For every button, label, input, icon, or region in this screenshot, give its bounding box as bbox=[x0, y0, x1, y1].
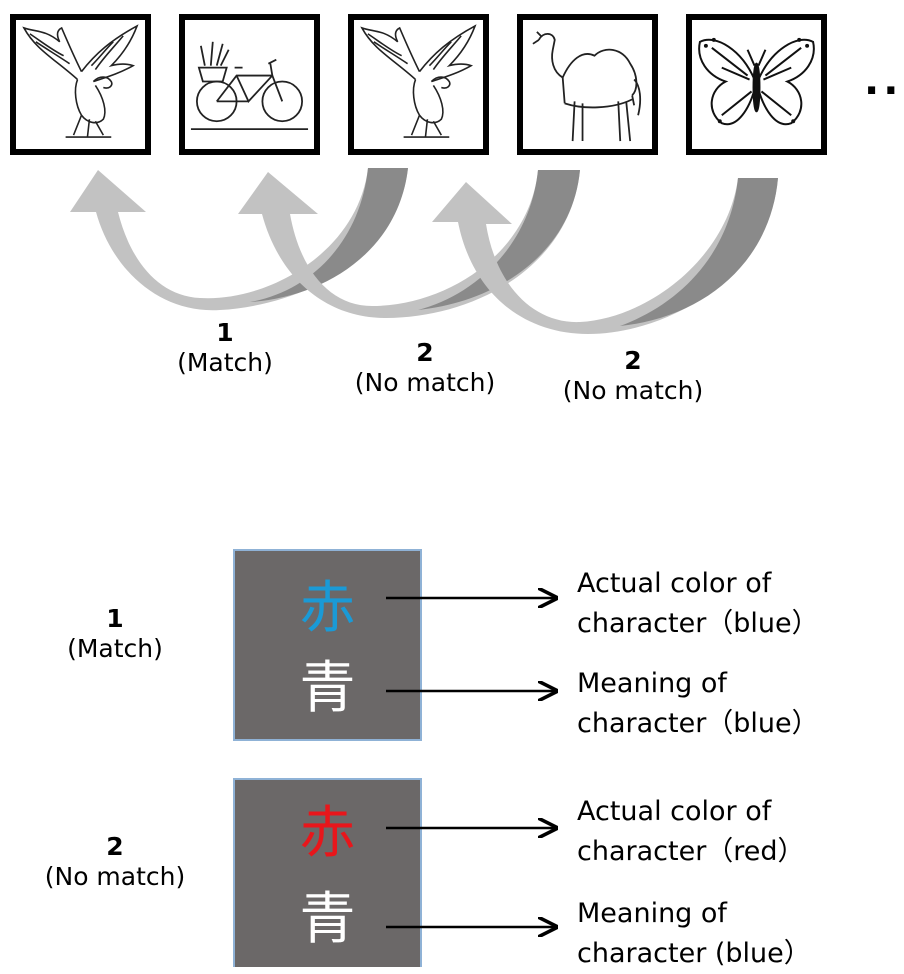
eagle-icon bbox=[22, 24, 139, 138]
image-frame-3 bbox=[348, 14, 489, 155]
stroop-top-description: Actual color of character（blue） bbox=[577, 564, 819, 644]
bicycle-icon bbox=[190, 41, 309, 131]
stroop-top-description: Actual color of character（red） bbox=[577, 792, 805, 872]
stroop-card-2: 赤 青 bbox=[233, 778, 422, 967]
desc-line: Actual color of bbox=[577, 796, 772, 827]
desc-line: Actual color of bbox=[577, 568, 772, 599]
comparison-number: 2 bbox=[416, 338, 434, 367]
stroop-top-character: 赤 bbox=[299, 576, 356, 641]
stroop-bottom-description: Meaning of character (blue） bbox=[577, 894, 811, 974]
eagle-icon bbox=[360, 24, 477, 138]
desc-line: character (blue） bbox=[577, 938, 811, 969]
camel-icon bbox=[532, 31, 642, 142]
comparison-arrows bbox=[70, 168, 778, 334]
desc-line: Meaning of bbox=[577, 898, 727, 929]
arrow-nomatch-3 bbox=[432, 178, 778, 334]
stroop-result: (No match) bbox=[44, 862, 186, 891]
comparison-result: (Match) bbox=[177, 348, 273, 377]
stroop-bottom-character: 青 bbox=[299, 887, 356, 952]
image-frame-4 bbox=[517, 14, 658, 155]
stroop-label-2: 2 (No match) bbox=[30, 832, 200, 892]
arrow-match-1 bbox=[70, 168, 408, 311]
desc-line: character（blue） bbox=[577, 708, 819, 739]
stroop-bottom-description: Meaning of character（blue） bbox=[577, 664, 819, 744]
comparison-label-2: 2 (No match) bbox=[330, 338, 520, 398]
comparison-number: 1 bbox=[216, 318, 234, 347]
comparison-label-3: 2 (No match) bbox=[538, 346, 728, 406]
stroop-card-1: 赤 青 bbox=[233, 549, 422, 741]
desc-line: character（red） bbox=[577, 836, 805, 867]
stroop-number: 2 bbox=[106, 832, 124, 861]
desc-line: Meaning of bbox=[577, 668, 727, 699]
comparison-result: (No match) bbox=[354, 368, 496, 397]
comparison-number: 2 bbox=[624, 346, 642, 375]
stroop-bottom-character: 青 bbox=[299, 656, 356, 721]
image-frame-2 bbox=[179, 14, 320, 155]
stroop-label-1: 1 (Match) bbox=[40, 604, 190, 664]
continuation-dots: .. bbox=[864, 58, 903, 104]
stroop-top-character: 赤 bbox=[299, 801, 356, 866]
comparison-label-1: 1 (Match) bbox=[150, 318, 300, 378]
stroop-result: (Match) bbox=[67, 634, 163, 663]
image-frame-1 bbox=[10, 14, 151, 155]
desc-line: character（blue） bbox=[577, 608, 819, 639]
pointer-arrows bbox=[386, 540, 904, 967]
image-frame-5 bbox=[686, 14, 827, 155]
stroop-number: 1 bbox=[106, 604, 124, 633]
comparison-result: (No match) bbox=[562, 376, 704, 405]
butterfly-icon bbox=[698, 37, 815, 126]
